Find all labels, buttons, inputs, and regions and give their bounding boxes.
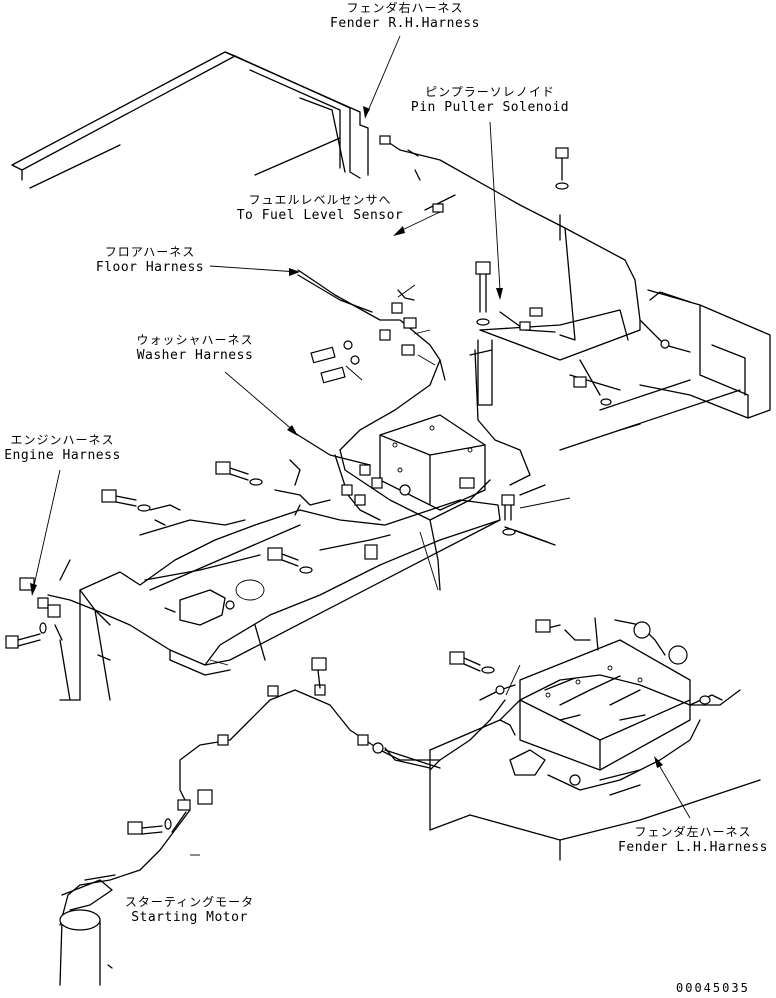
fender-lh-label: フェンダ左ハーネス Fender L.H.Harness: [610, 824, 776, 856]
engine-harness-parts: [5, 459, 391, 649]
part-code: 00045035: [676, 981, 750, 995]
starting-motor-label: スターティングモータ Starting Motor: [122, 894, 257, 926]
control-box: [379, 414, 486, 511]
washer-harness-route: [289, 429, 556, 591]
pin-puller-label-en: Pin Puller Solenoid: [410, 100, 570, 115]
fuel-sensor-label-en: To Fuel Level Sensor: [236, 208, 404, 223]
fuel-sensor-label-jp: フュエルレベルセンサへ: [248, 193, 392, 207]
starting-motor-label-jp: スターティングモータ: [124, 895, 255, 909]
starting-motor-label-en: Starting Motor: [131, 910, 248, 925]
floor-harness-label: フロアハーネス Floor Harness: [90, 244, 210, 276]
pin-puller-harness: [379, 135, 691, 406]
fender-lh-label-en: Fender L.H.Harness: [618, 840, 768, 855]
right-fender-block: [559, 289, 771, 451]
washer-harness-label-jp: ウォッシャハーネス: [136, 333, 254, 347]
floor-tray: [59, 499, 501, 701]
lower-fender-lh: [429, 617, 761, 861]
fender-lh-label-jp: フェンダ左ハーネス: [634, 825, 752, 839]
engine-harness-label: エンジンハーネス Engine Harness: [0, 432, 125, 464]
pin-puller-label-jp: ピンプラーソレノイド: [425, 85, 555, 99]
floor-harness-label-en: Floor Harness: [95, 260, 205, 275]
starting-motor-harness: [59, 651, 516, 986]
fuel-sensor-label: フュエルレベルセンサへ To Fuel Level Sensor: [225, 192, 415, 224]
fender-rh-label-en: Fender R.H.Harness: [330, 16, 480, 31]
pin-puller-label: ピンプラーソレノイド Pin Puller Solenoid: [400, 84, 580, 116]
fender-rh-label: フェンダ右ハーネス Fender R.H.Harness: [320, 0, 490, 32]
engine-harness-label-jp: エンジンハーネス: [10, 433, 115, 447]
fender-rh-label-jp: フェンダ右ハーネス: [346, 1, 464, 15]
upper-frame-plate: [11, 51, 369, 189]
leader-lines: [30, 35, 691, 856]
engine-harness-label-en: Engine Harness: [4, 448, 121, 463]
floor-harness-label-jp: フロアハーネス: [104, 245, 196, 259]
washer-harness-label-en: Washer Harness: [136, 348, 254, 363]
floor-harness-bundle: [297, 269, 531, 486]
washer-harness-label: ウォッシャハーネス Washer Harness: [130, 332, 260, 364]
